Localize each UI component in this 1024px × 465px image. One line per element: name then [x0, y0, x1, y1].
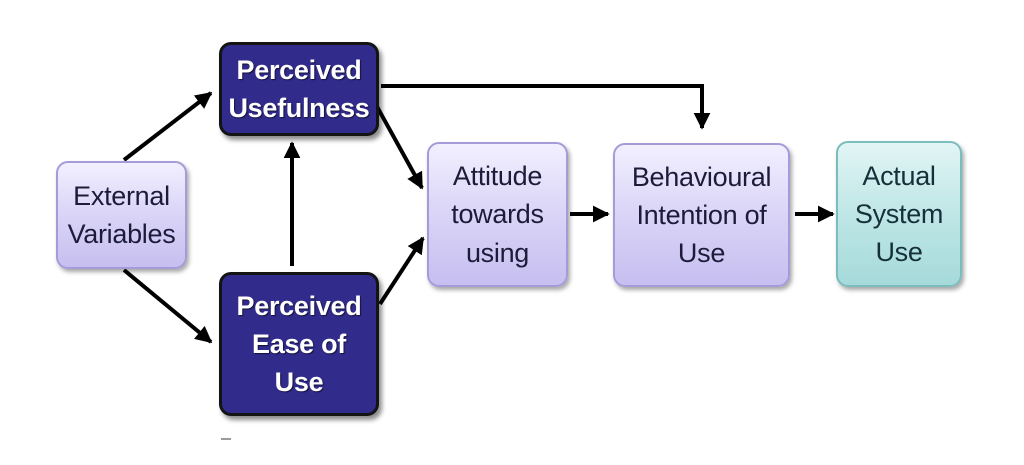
arrow-external-to-usefulness	[122, 91, 213, 162]
node-behavioural-intention-of-use: Behavioural Intention of Use	[613, 143, 790, 287]
node-behavioural-intention-of-use-label: Behavioural Intention of Use	[631, 161, 772, 269]
node-actual-system-use-label: Actual System Use	[854, 160, 944, 268]
node-perceived-usefulness-label: Perceived Usefulness	[228, 54, 370, 123]
arrow-external-to-ease	[122, 268, 213, 344]
node-actual-system-use: Actual System Use	[836, 141, 962, 287]
node-perceived-ease-of-use-label: Perceived Ease of Use	[236, 290, 362, 398]
node-attitude-towards-using-label: Attitude towards using	[451, 161, 544, 268]
node-external-variables-label: External Variables	[67, 180, 176, 249]
arrow-usefulness-to-intention	[381, 84, 711, 130]
stray-dash-mark	[221, 438, 231, 440]
node-perceived-ease-of-use: Perceived Ease of Use	[219, 272, 379, 416]
arrow-usefulness-to-attitude	[373, 102, 424, 190]
node-external-variables: External Variables	[56, 161, 187, 269]
node-perceived-usefulness: Perceived Usefulness	[219, 42, 379, 136]
arrow-ease-to-attitude	[378, 236, 425, 306]
node-attitude-towards-using: Attitude towards using	[427, 142, 568, 287]
